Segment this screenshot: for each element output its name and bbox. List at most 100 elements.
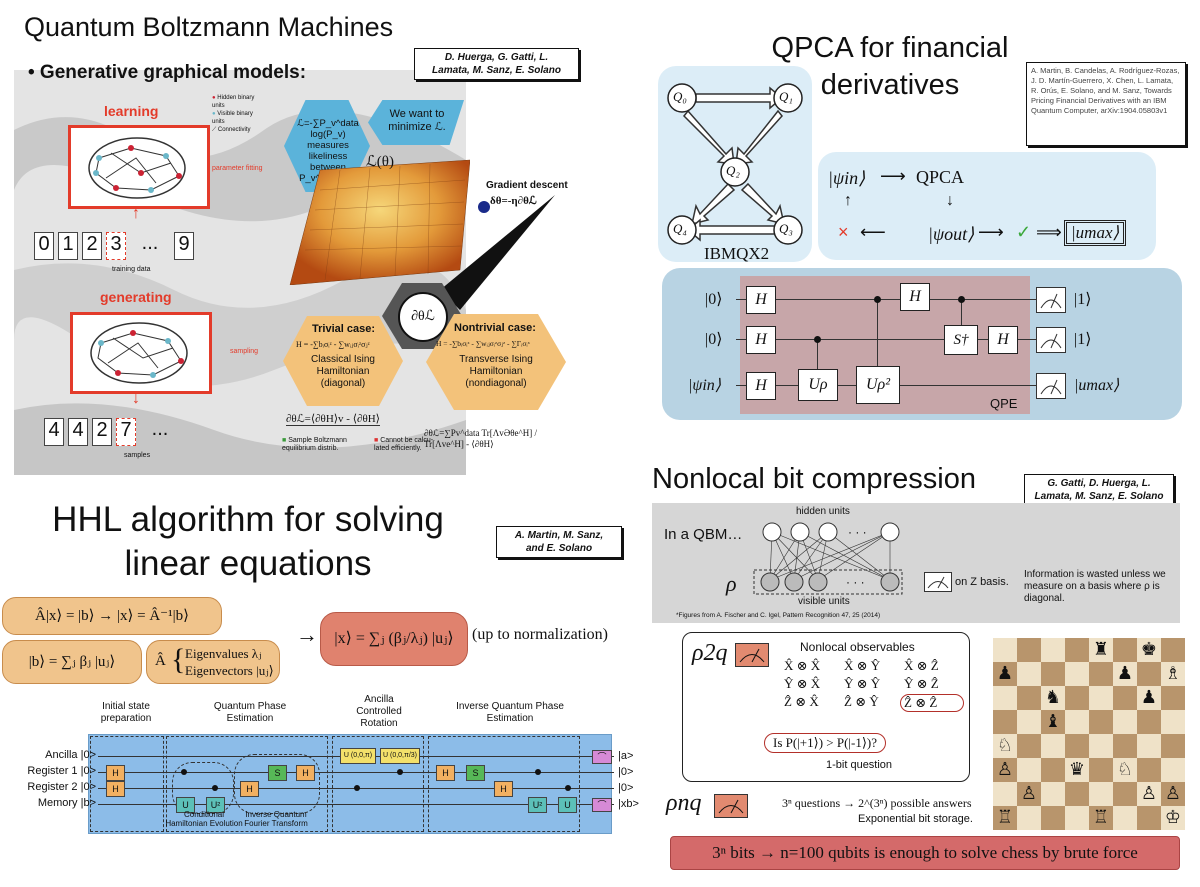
qpca-wire-3 (736, 385, 1066, 386)
trivial-hexagon (283, 316, 403, 406)
legend-visible-text: Visible binary units (212, 111, 253, 125)
hhl-title-line1: HHL algorithm for solving (52, 500, 444, 539)
legend-conn: ⟋ Connectivity (212, 126, 267, 134)
green-marker-icon: ■ (282, 437, 287, 444)
meter-icon (924, 572, 952, 592)
sample-digits: 4 4 2 7 ... (44, 418, 180, 446)
hhl-s-1: S (268, 765, 287, 781)
observable: X̂ ⊗ X̂ (784, 658, 821, 673)
flow-down-arrow-icon: ↓ (946, 192, 954, 209)
out-1a: |1⟩ (1074, 291, 1092, 308)
hhl-ctrl (181, 769, 187, 775)
nbc-authors: G. Gatti, D. Huerga, L. Lamata, M. Sanz,… (1024, 474, 1174, 506)
qpe-label: QPE (990, 396, 1018, 411)
gate-h-4: H (900, 283, 930, 311)
hhl-h-5: H (436, 765, 455, 781)
device-label: IBMQX2 (704, 244, 770, 263)
trivial-grad: ∂θℒ=⟨∂θH⟩v - ⟨∂θH⟩ (286, 413, 380, 426)
nontrivial-grad: ∂θℒ=∑Pv^data Tr[ΛvƏθe^H] / Tr[Λve^H] - ⟨… (424, 428, 538, 449)
observable: Ẑ ⊗ X̂ (784, 694, 819, 709)
fig-cite: *Figures from A. Fischer and C. Igel, Pa… (676, 612, 881, 619)
ibm-device-graph (667, 83, 803, 245)
hhl-authors: A. Martin, M. Sanz, and E. Solano (496, 526, 622, 558)
qpca-title: QPCA for financial derivatives (770, 30, 1010, 104)
training-digit: 3 (106, 232, 126, 260)
question: Is P(|+1⟩) > P(|-1⟩)? (764, 733, 887, 753)
observable: X̂ ⊗ Ŷ (844, 658, 881, 673)
hhl-u2-1: U² (206, 797, 225, 813)
learning-network-box (68, 125, 210, 209)
svg-text:· · ·: · · · (846, 575, 865, 589)
qpca-title-line1: QPCA for financial (771, 32, 1009, 64)
gradient-eq: δθ=-η∂θℒ (490, 195, 537, 207)
flow-arrow-left-icon: ⟵ (860, 222, 886, 242)
flow-up-arrow-icon: ↑ (844, 192, 852, 209)
white-knight-icon: ♘ (1113, 758, 1137, 782)
gate-urho2: Uρ² (856, 366, 900, 404)
training-digits: 0 1 2 3 ... 9 (34, 232, 194, 260)
sample-digit: 2 (92, 418, 112, 446)
minimize-hexagon (368, 100, 464, 145)
black-knight-icon: ♞ (1041, 686, 1065, 710)
hhl-meter-icon: ⌒ (592, 798, 612, 812)
nbc-title: Nonlocal bit compression (652, 463, 976, 495)
note-green: ■ Sample Boltzmann equilibrium distrib. (282, 437, 367, 453)
brain-network-icon (88, 137, 186, 199)
flow-umax: |umax⟩ (1064, 220, 1127, 246)
hhl-wire-4 (98, 804, 614, 805)
cond-ham-label: Conditional Hamiltonian Evolution (165, 810, 243, 828)
white-rook-icon: ♖ (1089, 806, 1113, 830)
sample-digit: 4 (68, 418, 88, 446)
rbm-network: · · · · · · (753, 522, 903, 595)
observable: Ŷ ⊗ Ŷ (844, 676, 881, 691)
chess-banner: 3ⁿ bits → n=100 qubits is enough to solv… (670, 836, 1180, 870)
flow-psi-out: |ψout⟩ (928, 224, 975, 244)
nontrivial-hexagon (426, 314, 566, 410)
out-1b: |1⟩ (1074, 331, 1092, 348)
hhl-arrow: → (296, 622, 318, 647)
hhl-h-6: H (494, 781, 513, 797)
hhl-meter-icon: ⌒ (592, 750, 612, 764)
trivial-eq: H = -∑bᵢσᵢᶻ - ∑wᵢⱼσᵢᶻσⱼᶻ (296, 340, 370, 349)
generating-network-box (70, 312, 212, 394)
hhl-out-a: |a> (618, 750, 634, 762)
gate-h-1: H (746, 286, 776, 314)
hhl-authors-line2: and E. Solano (525, 543, 593, 554)
note-red: ■ Cannot be calcu-lated efficiently. (374, 437, 438, 453)
white-pawn-icon: ♙ (1137, 782, 1161, 806)
hhl-ctrl (212, 785, 218, 791)
legend-visible: ● Visible binary units (212, 110, 267, 126)
ctrl-dot-2 (874, 296, 881, 303)
sample-digit: 4 (44, 418, 64, 446)
hhl-eq3-eig: Eigenvalues λⱼ (185, 646, 262, 661)
black-pawn-icon: ♟ (993, 662, 1017, 686)
qpca-flow-panel (818, 152, 1156, 260)
flow-arrow-right2-icon: ⟶ (978, 222, 1004, 242)
gate-sdag: S† (944, 325, 978, 355)
ctrl-dot-3 (958, 296, 965, 303)
flow-qpca: QPCA (916, 167, 965, 187)
ctrl-wire-3 (961, 299, 962, 327)
gradient-title: Gradient descent (486, 180, 568, 191)
sample-digit: 7 (116, 418, 136, 446)
on-z-label: on Z basis. (955, 576, 1009, 588)
flow-cross-icon: × (838, 222, 849, 243)
inv-qft-label: Inverse Quantum Fourier Transform (244, 810, 308, 828)
hhl-h-3: H (240, 781, 259, 797)
black-queen-icon: ♛ (1065, 758, 1089, 782)
meter-icon (1036, 287, 1066, 313)
parameter-fitting-label: parameter fitting (212, 165, 263, 172)
hhl-out-x: |xb> (618, 798, 639, 810)
rho-nq: ρnq (666, 790, 702, 816)
white-pawn-icon: ♙ (1017, 782, 1041, 806)
qbm-title: Quantum Boltzmann Machines (24, 12, 394, 42)
gate-h-3: H (746, 372, 776, 400)
nonlocal-obs-label: Nonlocal observables (800, 640, 915, 654)
hhl-ctrl (397, 769, 403, 775)
hidden-unit-icon: ● (212, 95, 216, 101)
nbc-authors-line1: G. Gatti, D. Huerga, L. (1047, 478, 1151, 489)
down-arrow-icon: ↓ (132, 390, 140, 407)
generating-label: generating (100, 289, 172, 305)
hhl-eq1: Â|x⟩ = |b⟩ → |x⟩ = Â⁻¹|b⟩ (2, 597, 222, 635)
hhl-h-2: H (106, 781, 125, 797)
